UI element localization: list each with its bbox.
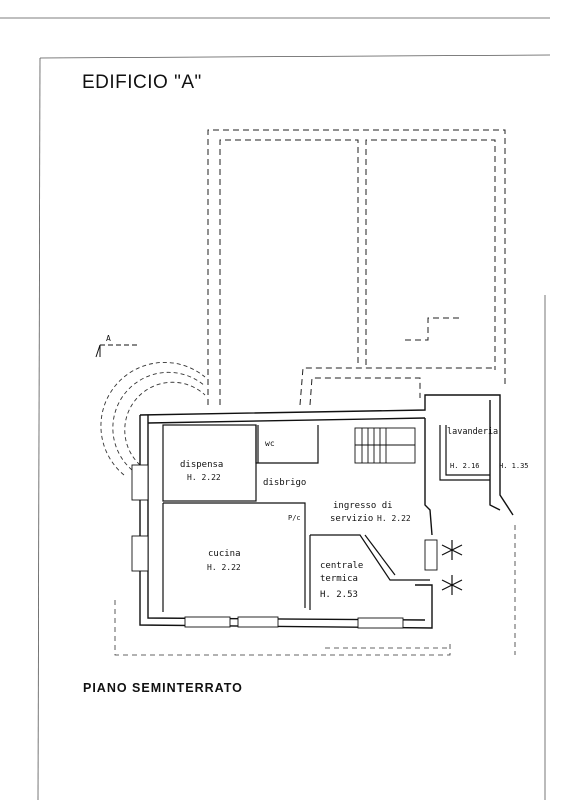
room-ingresso-line2: servizio <box>330 514 373 524</box>
sheet-frame <box>0 17 551 800</box>
room-ingresso: ingresso di <box>333 501 393 511</box>
room-centrale: centrale <box>320 561 363 571</box>
room-wc: wc <box>265 439 275 448</box>
room-lavanderia-height: H. 2.16 <box>450 462 480 470</box>
room-cucina: cucina <box>208 549 241 559</box>
drawing-title: EDIFICIO "A" <box>82 72 202 93</box>
room-cucina-height: H. 2.22 <box>207 563 241 572</box>
exterior-height: H. 1.35 <box>499 462 529 470</box>
room-disbrigo: disbrigo <box>263 478 306 488</box>
section-marker-a <box>95 344 140 358</box>
dashed-outline-upper <box>207 129 506 406</box>
pozzetto-label: P/c <box>288 514 301 522</box>
room-lavanderia: lavanderia <box>447 427 498 437</box>
room-ingresso-height: H. 2.22 <box>377 514 411 523</box>
dashed-outline-lower <box>114 525 516 656</box>
valve-symbols <box>441 540 463 595</box>
room-dispensa-height: H. 2.22 <box>187 473 221 482</box>
room-centrale-height: H. 2.53 <box>320 590 358 600</box>
interior-walls <box>162 424 490 612</box>
staircase <box>354 427 416 464</box>
room-centrale-line2: termica <box>320 574 358 584</box>
room-dispensa: dispensa <box>180 460 223 470</box>
floor-label: PIANO SEMINTERRATO <box>83 681 243 695</box>
spiral-arcs <box>100 361 206 476</box>
windows <box>131 464 438 629</box>
section-marker-label: A <box>106 334 111 343</box>
